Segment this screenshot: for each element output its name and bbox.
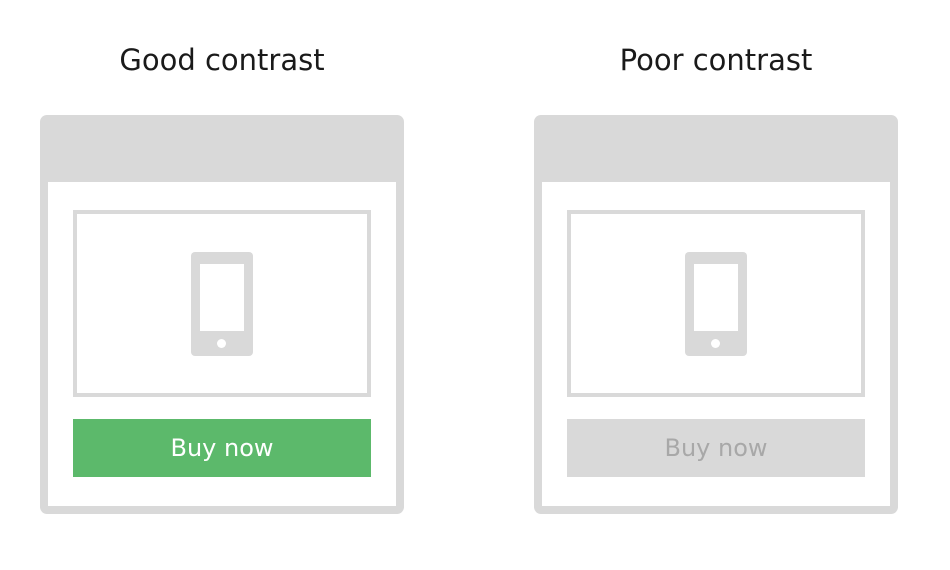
phone-screen [200,264,244,331]
phone-home-button [711,339,720,348]
buy-now-button[interactable]: Buy now [567,419,865,477]
good-contrast-panel: Good contrast Buy now [40,0,404,570]
poor-contrast-panel: Poor contrast Buy now [534,0,898,570]
product-image-placeholder [567,210,865,397]
card-body: Buy now [542,182,890,506]
panel-title: Good contrast [119,43,325,77]
product-image-placeholder [73,210,371,397]
phone-icon [685,252,747,356]
buy-now-button[interactable]: Buy now [73,419,371,477]
product-card-mockup: Buy now [40,115,404,514]
panel-title: Poor contrast [619,43,813,77]
card-body: Buy now [48,182,396,506]
phone-home-button [217,339,226,348]
product-card-mockup: Buy now [534,115,898,514]
phone-screen [694,264,738,331]
phone-icon [191,252,253,356]
